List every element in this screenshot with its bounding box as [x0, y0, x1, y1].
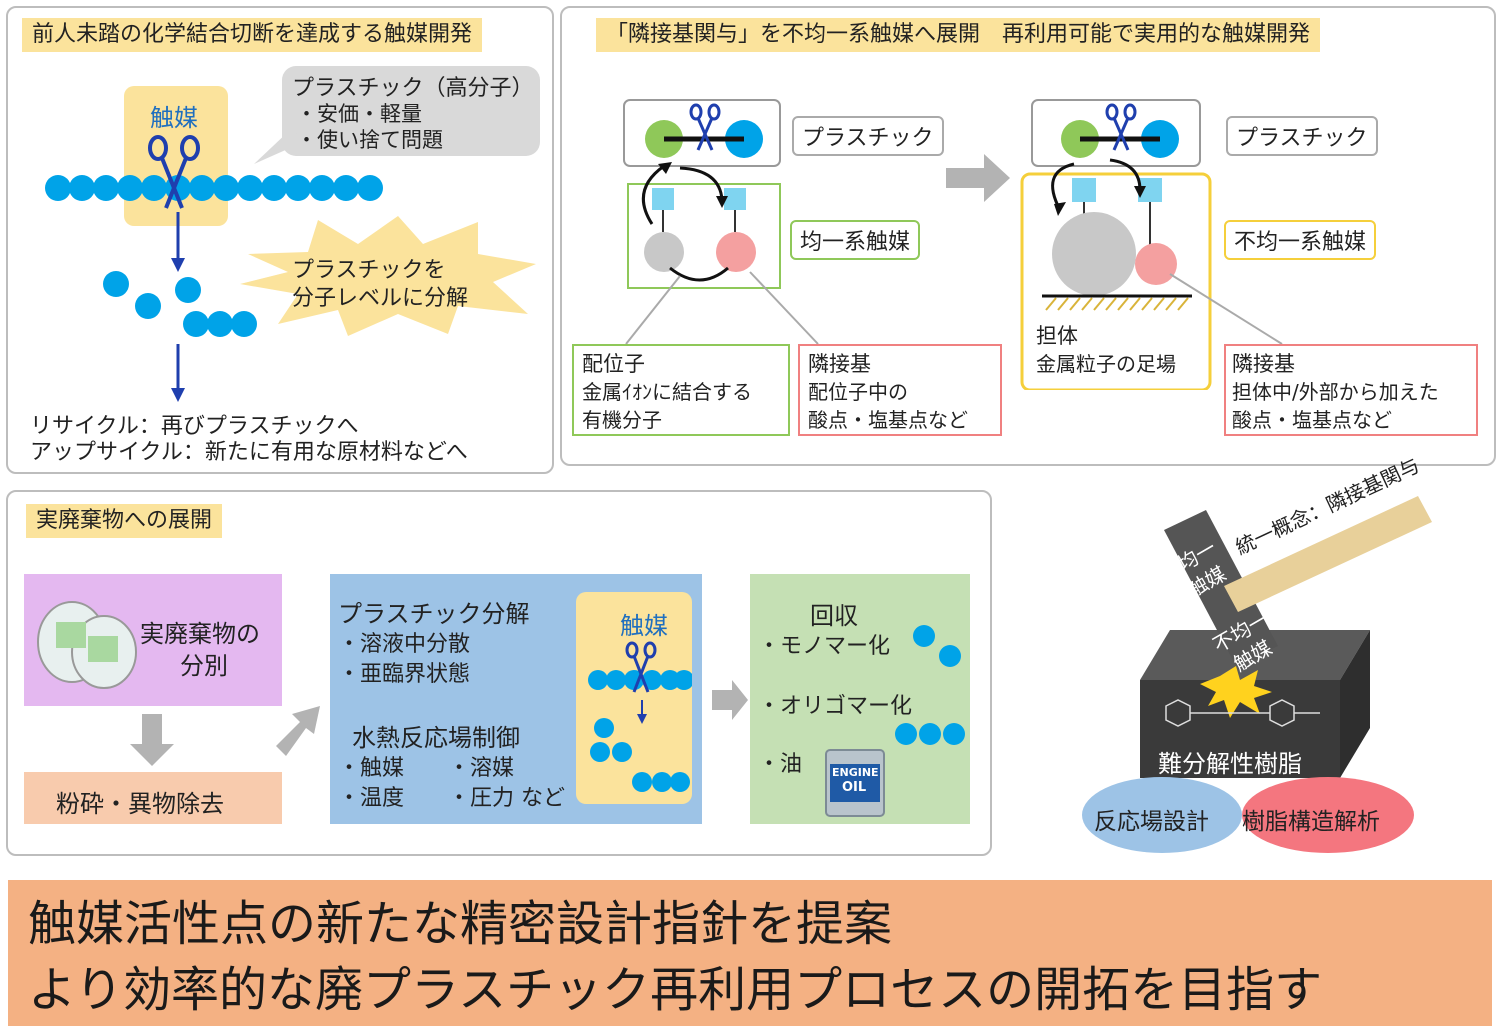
inset-catalyst-label: 触媒 — [620, 612, 668, 640]
bubble-item-2: ・使い捨て問題 — [296, 128, 443, 152]
catalyst-highlight — [124, 86, 228, 226]
neighbor-box-left — [798, 344, 1002, 436]
conclusion-banner: 触媒活性点の新たな精密設計指針を提案 より効率的な廃プラスチック再利用プロセスの… — [8, 880, 1492, 1026]
neighbor-left-desc-1: 配位子中の — [808, 380, 908, 404]
panel1-title: 前人未踏の化学結合切断を達成する触媒開発 — [22, 18, 483, 52]
ligand-title: 配位子 — [582, 352, 645, 376]
recovery-item-2: ・オリゴマー化 — [758, 694, 913, 719]
upcycle-line: アップサイクル：新たに有用な原材料などへ — [30, 440, 468, 465]
recovery-title: 回収 — [810, 602, 858, 630]
neighbor-left-desc-2: 酸点・塩基点など — [808, 408, 968, 432]
recovery-item-3: ・油 — [758, 752, 803, 777]
recycle-line: リサイクル：再びプラスチックへ — [30, 414, 359, 439]
recovery-graphic — [825, 625, 965, 817]
heterogeneous-label: 不均一系触媒 — [1224, 220, 1377, 260]
resin-label: 難分解性樹脂 — [1158, 750, 1302, 778]
recovery-item-1: ・モノマー化 — [758, 634, 891, 659]
burst-shape — [240, 216, 536, 336]
crush-label: 粉砕・異物除去 — [56, 790, 224, 818]
panel3-title: 実廃棄物への展開 — [26, 504, 223, 538]
neighbor-right-desc-1: 担体中/外部から加えた — [1232, 380, 1439, 404]
resin-structure-analysis: 樹脂構造解析 — [1242, 809, 1380, 835]
oil-can-text-2: OIL — [842, 780, 867, 795]
burst-line-2: 分子レベルに分解 — [292, 286, 469, 311]
hydro-title: 水熱反応場制御 — [352, 724, 520, 752]
plastic-label-right: プラスチック — [1226, 116, 1378, 156]
support-box — [1028, 316, 1206, 384]
conclusion-line-1: 触媒活性点の新たな精密設計指針を提案 — [28, 896, 893, 952]
flow-arrows — [130, 680, 748, 766]
neighbor-box-right — [1224, 344, 1478, 436]
plastic-bubble — [282, 66, 540, 156]
conclusion-line-2: より効率的な廃プラスチック再利用プロセスの開拓を目指す — [28, 962, 1323, 1018]
catalyst-inset — [576, 592, 692, 804]
sort-label-2: 分別 — [180, 652, 228, 680]
support-title: 担体 — [1036, 324, 1078, 348]
reaction-field-design: 反応場設計 — [1094, 809, 1209, 835]
polymer-chain-graphic — [45, 135, 383, 402]
neighbor-right-title: 隣接基 — [1232, 352, 1295, 376]
panel2-title: 「隣接基関与」を不均一系触媒へ展開 再利用可能で実用的な触媒開発 — [596, 18, 1321, 52]
bubble-title: プラスチック（高分子） — [292, 76, 534, 101]
crush-box — [24, 772, 282, 824]
neighbor-left-title: 隣接基 — [808, 352, 871, 376]
decomp-item-1: ・溶液中分散 — [338, 632, 471, 657]
catalyst-label: 触媒 — [150, 104, 198, 132]
burst-line-1: プラスチックを — [292, 258, 446, 283]
waste-bags-icon — [37, 601, 137, 689]
inset-chain-graphic — [588, 641, 692, 792]
hydro-item-2: ・温度 ・圧力 など — [338, 786, 565, 811]
decomp-title: プラスチック分解 — [338, 600, 530, 628]
oil-can-text-1: ENGINE — [832, 766, 879, 779]
ligand-desc-2: 有機分子 — [582, 408, 662, 432]
homogeneous-label: 均一系触媒 — [790, 220, 921, 260]
ligand-box — [572, 344, 790, 436]
neighbor-right-desc-2: 酸点・塩基点など — [1232, 408, 1392, 432]
hammer-graphic — [1082, 496, 1432, 853]
hydro-item-1: ・触媒 ・溶媒 — [338, 756, 515, 781]
bubble-item-1: ・安価・軽量 — [296, 102, 422, 126]
plastic-label-left: プラスチック — [792, 116, 944, 156]
bubble-tail — [254, 130, 308, 164]
decomp-item-2: ・亜臨界状態 — [338, 662, 471, 687]
ligand-desc-1: 金属ｲｵﾝに結合する — [582, 380, 752, 404]
sort-label-1: 実廃棄物の — [140, 620, 260, 648]
support-desc: 金属粒子の足場 — [1036, 352, 1176, 376]
